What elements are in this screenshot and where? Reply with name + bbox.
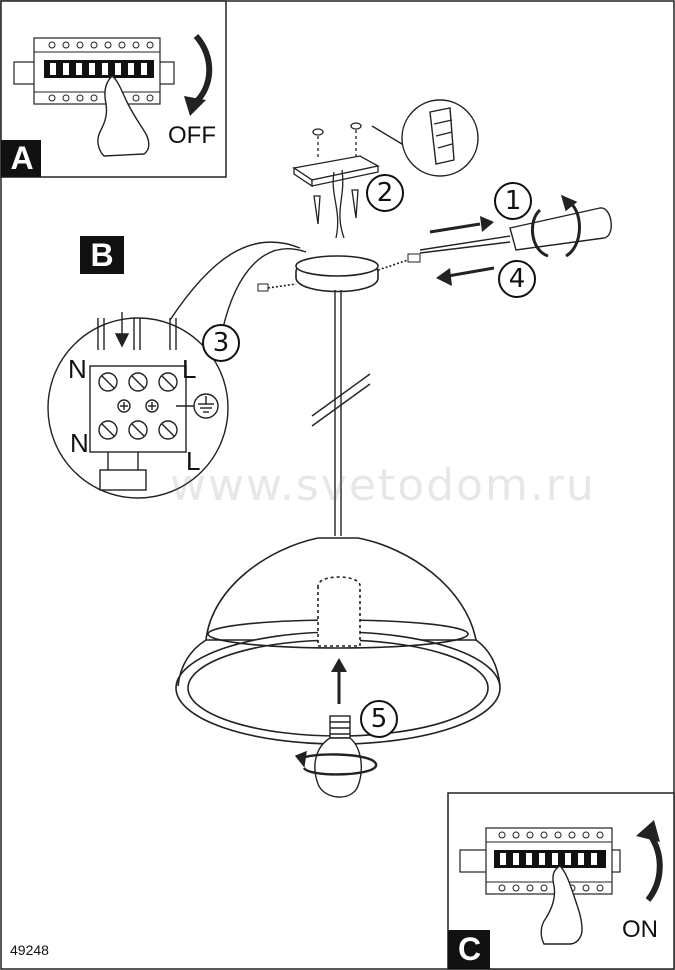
terminal-label-n-top: N (68, 354, 87, 384)
loosen-arrow-icon (436, 266, 495, 286)
step-1-marker: 1 (494, 182, 532, 220)
detail-callout-line (169, 241, 301, 321)
earth-ground-icon (176, 393, 219, 419)
light-bulb-icon (294, 715, 378, 798)
terminal-label-l-top: L (182, 354, 197, 384)
terminal-label-n-bottom: N (70, 428, 89, 458)
wall-plug-detail (371, 99, 479, 177)
switch-on-label: ON (622, 916, 658, 943)
terminal-block-detail (47, 312, 229, 499)
panel-b-badge: B (80, 236, 124, 274)
panel-c-badge: C (449, 930, 490, 969)
breaker-block-c (485, 827, 613, 895)
model-number: 49248 (10, 942, 49, 958)
terminal-label-l-bottom: L (186, 446, 201, 476)
ceiling-canopy (267, 255, 409, 293)
breaker-block-a (33, 37, 161, 105)
insert-bulb-arrow-icon (331, 658, 347, 704)
step-2-marker: 2 (366, 174, 404, 212)
switch-off-label: OFF (168, 122, 216, 149)
panel-a-badge: A (3, 140, 41, 177)
screwdriver-icon (419, 194, 612, 258)
step-3-marker: 3 (202, 324, 240, 362)
hand-icon (97, 75, 150, 157)
watermark-text: www.svetodom.ru (170, 460, 596, 511)
step-4-marker: 4 (498, 260, 536, 298)
pendant-cable (311, 290, 371, 536)
tighten-arrow-icon (429, 216, 494, 234)
switch-off-arrow-icon (191, 33, 213, 107)
hand-icon (540, 865, 583, 945)
lamp-shade (175, 537, 501, 745)
ceiling-bracket (292, 122, 380, 239)
step-5-marker: 5 (360, 700, 398, 738)
